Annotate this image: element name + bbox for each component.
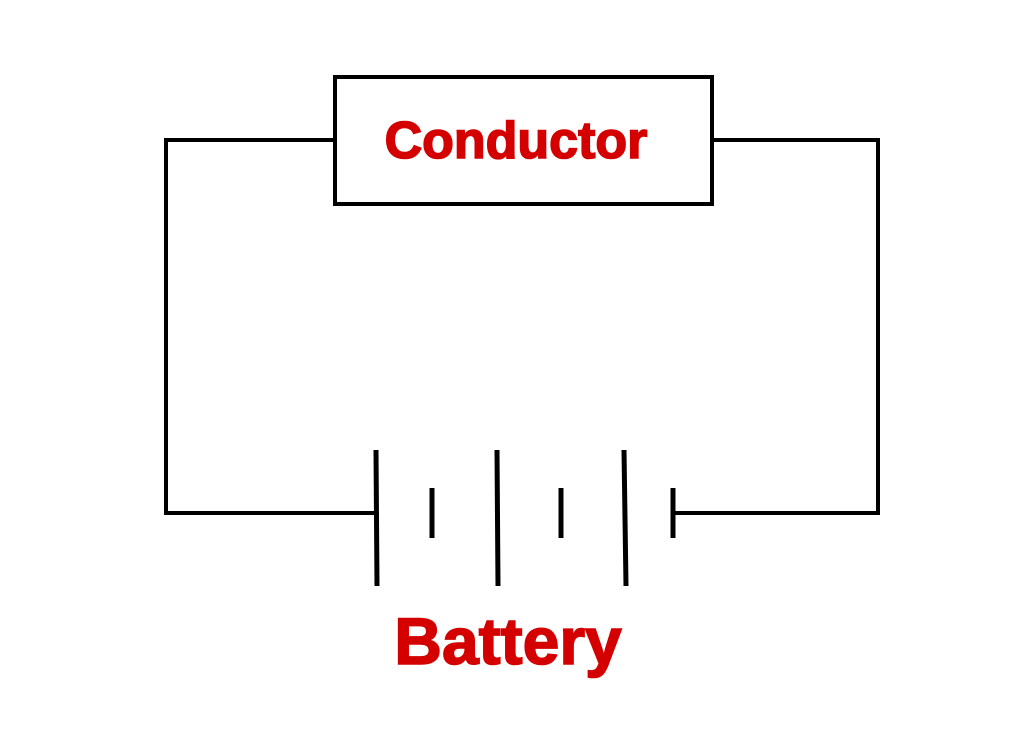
conductor: Conductor	[333, 75, 714, 206]
battery-cell-3-long-plate	[621, 449, 629, 587]
battery-cell-2-long-plate	[494, 449, 501, 587]
battery-cell-1-long-plate	[373, 449, 380, 587]
battery: Battery	[373, 449, 676, 679]
battery-label: Battery	[394, 604, 622, 678]
conductor-box	[333, 75, 714, 206]
wire-left	[164, 138, 378, 515]
conductor-label: Conductor	[385, 112, 648, 170]
wire-right	[671, 138, 880, 515]
